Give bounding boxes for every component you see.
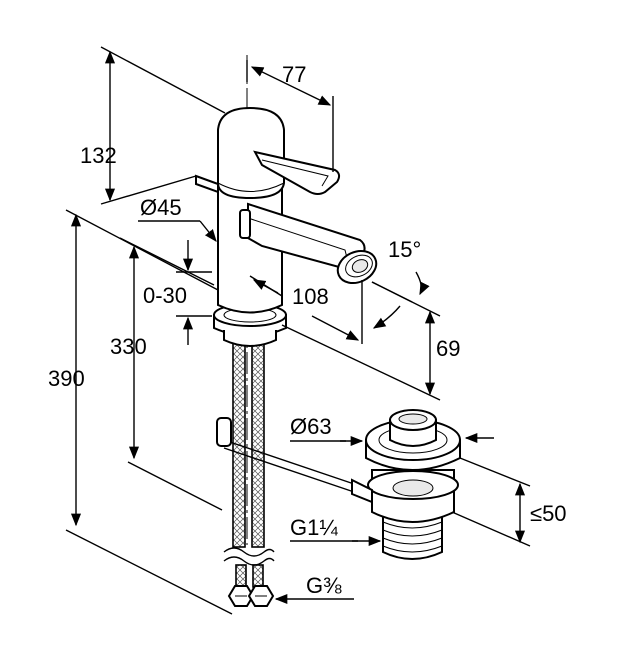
label-g1-1-4-text: G1¼: [290, 515, 338, 540]
dim-d63: Ø63: [290, 414, 494, 447]
dim-390: 390: [48, 209, 233, 615]
label-g3-8-text: G⅜: [306, 573, 342, 598]
dim-d45: Ø45: [138, 195, 217, 242]
dim-108-label: 108: [292, 284, 329, 309]
dim-69-label: 69: [436, 336, 460, 361]
dim-d63-label: Ø63: [290, 414, 332, 439]
dim-132-label: 132: [80, 143, 117, 168]
dim-330: 330: [110, 237, 223, 511]
dim-132: 132: [80, 46, 226, 205]
dim-max50: ≤50: [451, 457, 567, 547]
dim-d45-label: Ø45: [140, 195, 182, 220]
dim-390-label: 390: [48, 366, 85, 391]
dim-330-label: 330: [110, 334, 147, 359]
dim-0-30-label: 0-30: [143, 283, 187, 308]
label-g3-8: G⅜: [274, 573, 354, 605]
dim-108: 108: [249, 275, 363, 344]
dim-max50-label: ≤50: [530, 501, 567, 526]
mixer-body: [195, 106, 378, 347]
dim-0-30: 0-30: [143, 240, 212, 345]
waste-assembly: [351, 409, 461, 560]
hose-nuts: [227, 585, 275, 607]
dim-77-label: 77: [282, 62, 306, 87]
dim-angle-15-label: 15°: [388, 237, 421, 262]
supply-hoses: [223, 334, 275, 588]
popup-linkage: [216, 417, 361, 495]
dim-69: 69: [281, 310, 460, 401]
dim-77: 77: [246, 60, 334, 172]
label-g1-1-4: G1¼: [290, 515, 382, 547]
dim-angle-15: 15°: [371, 237, 441, 329]
